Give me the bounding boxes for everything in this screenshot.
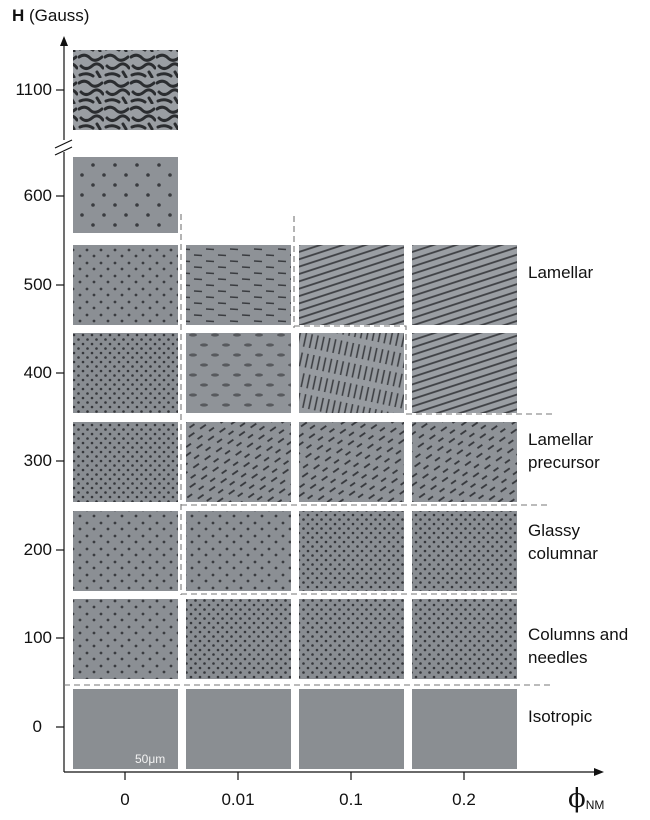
phase-label-glassy-columnar: Glassy columnar bbox=[528, 519, 598, 565]
micrograph-tile-H400-phi0.1 bbox=[299, 333, 404, 413]
y-tick-label: 400 bbox=[23, 363, 52, 382]
y-axis-title: H (Gauss) bbox=[12, 6, 89, 26]
y-tick-label: 1100 bbox=[15, 80, 52, 99]
micrograph-tile-H300-phi0.2 bbox=[412, 422, 517, 502]
micrograph-tile-H400-phi0 bbox=[73, 333, 178, 413]
micrograph-tile-H300-phi0.1 bbox=[299, 422, 404, 502]
phase-boundaries bbox=[64, 214, 555, 686]
y-axis-unit: (Gauss) bbox=[29, 6, 90, 25]
micrograph-tile-H100-phi0.2 bbox=[412, 599, 517, 679]
y-tick-label: 200 bbox=[23, 540, 52, 559]
micrograph-tile-H500-phi0.2 bbox=[412, 245, 517, 325]
micrograph-tile-H1100-phi0 bbox=[73, 50, 178, 130]
micrograph-tile-H200-phi0.01 bbox=[186, 511, 291, 591]
micrograph-tile-H0-phi0.01 bbox=[186, 689, 291, 769]
x-tick-marks bbox=[124, 772, 465, 780]
micrograph-tile-H500-phi0.1 bbox=[299, 245, 404, 325]
scale-bar-label: 50μm bbox=[135, 752, 166, 766]
y-tick-label: 0 bbox=[32, 717, 42, 736]
micrograph-tile-H500-phi0 bbox=[73, 245, 178, 325]
micrograph-tile-H100-phi0 bbox=[73, 599, 178, 679]
micrograph-tile-H0-phi0.1 bbox=[299, 689, 404, 769]
micrograph-tile-H300-phi0.01 bbox=[186, 422, 291, 502]
y-tick-marks bbox=[56, 89, 64, 728]
phase-label-columns-and-needles: Columns and needles bbox=[528, 623, 628, 669]
axis-break-mark bbox=[54, 139, 73, 149]
x-axis-symbol: ϕ bbox=[568, 784, 586, 814]
micrograph-tile-H300-phi0 bbox=[73, 422, 178, 502]
phase-label-lamellar-precursor: Lamellar precursor bbox=[528, 428, 600, 474]
x-tick-label: 0.2 bbox=[452, 790, 476, 809]
micrograph-tile-H500-phi0.01 bbox=[186, 245, 291, 325]
micrograph-tile-H200-phi0.1 bbox=[299, 511, 404, 591]
axis-break-mark bbox=[54, 146, 73, 156]
y-axis-arrowhead bbox=[60, 36, 68, 46]
y-tick-label: 300 bbox=[23, 451, 52, 470]
micrograph-tile-H600-phi0 bbox=[73, 157, 178, 233]
micrograph-tile-H0-phi0.2 bbox=[412, 689, 517, 769]
phase-label-line: Glassy bbox=[528, 521, 580, 540]
micrograph-tile-H0-phi0 bbox=[73, 689, 178, 769]
phase-label-line: Lamellar bbox=[528, 430, 594, 449]
phase-label-line: needles bbox=[528, 648, 588, 667]
x-axis-title: ϕNM bbox=[568, 784, 604, 814]
boundary-lamellar-lower bbox=[294, 325, 555, 415]
phase-label-lamellar: Lamellar bbox=[528, 263, 594, 282]
x-tick-label: 0 bbox=[120, 790, 130, 809]
y-tick-label: 100 bbox=[23, 628, 52, 647]
phase-label-isotropic: Isotropic bbox=[528, 707, 593, 726]
micrograph-tile-H200-phi0.2 bbox=[412, 511, 517, 591]
micrograph-tile-H200-phi0 bbox=[73, 511, 178, 591]
micrograph-tile-H100-phi0.1 bbox=[299, 599, 404, 679]
y-tick-label: 500 bbox=[23, 275, 52, 294]
y-axis-symbol: H bbox=[12, 6, 25, 25]
phase-label-line: columnar bbox=[528, 544, 598, 563]
x-tick-label: 0.1 bbox=[339, 790, 363, 809]
micrograph-tile-H400-phi0.2 bbox=[412, 333, 517, 413]
y-tick-label: 600 bbox=[23, 186, 52, 205]
micrograph-tile-H400-phi0.01 bbox=[186, 333, 291, 413]
micrograph-tile-H100-phi0.01 bbox=[186, 599, 291, 679]
x-axis-arrowhead bbox=[594, 768, 604, 776]
phase-label-line: precursor bbox=[528, 453, 600, 472]
x-tick-label: 0.01 bbox=[221, 790, 255, 809]
phase-label-line: Columns and bbox=[528, 625, 629, 644]
x-axis-subscript: NM bbox=[585, 798, 605, 812]
